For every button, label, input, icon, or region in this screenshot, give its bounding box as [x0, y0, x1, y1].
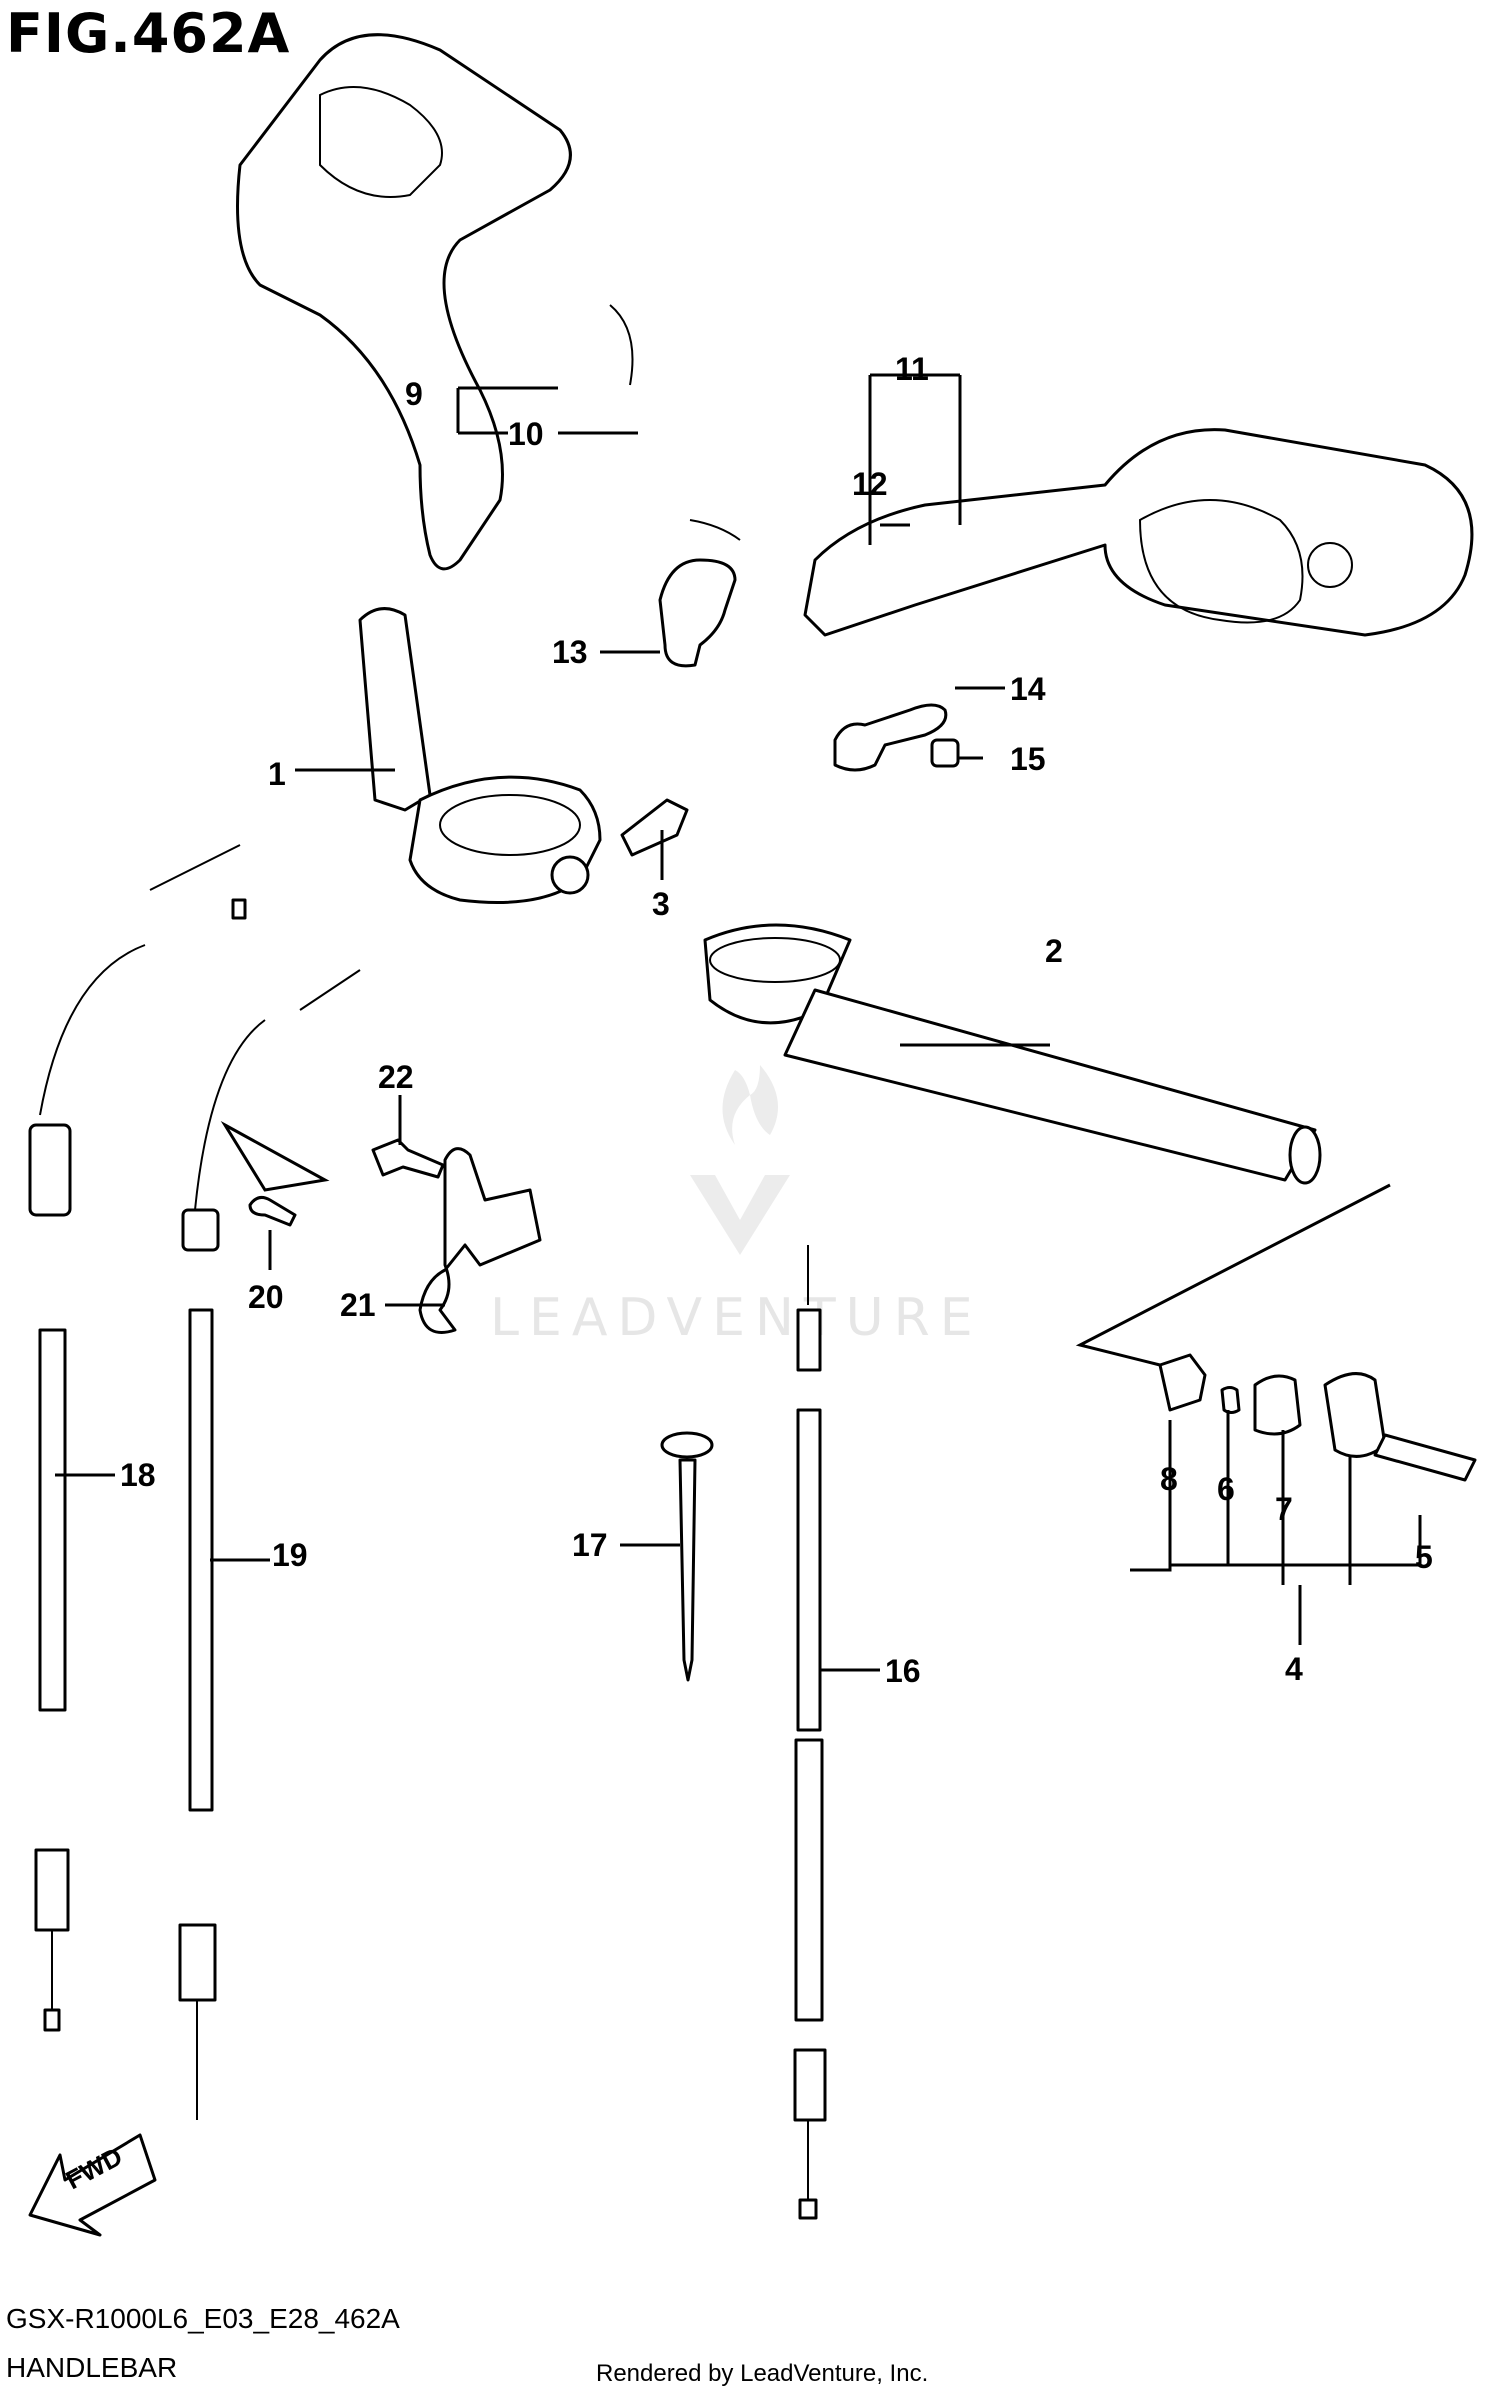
- mirror-bracket-right: [833, 703, 948, 772]
- fwd-arrow: FWD: [28, 2133, 157, 2237]
- callout-19: 19: [272, 1537, 308, 1573]
- callout-6: 6: [1217, 1471, 1235, 1507]
- cable-clamp-21: [418, 1147, 542, 1334]
- leader-lines: [55, 373, 1422, 1672]
- callout-12: 12: [852, 466, 888, 502]
- bar-end-weight: [1158, 1353, 1477, 1482]
- callout-17: 17: [572, 1527, 608, 1563]
- callout-8: 8: [1160, 1461, 1178, 1497]
- callout-labels: 1 2 3 4 5 6 7 8 9 10 11 12 13 14 15 16 1…: [120, 351, 1433, 1689]
- callout-2: 2: [1045, 933, 1063, 969]
- callout-21: 21: [340, 1287, 376, 1323]
- callout-15: 15: [1010, 741, 1046, 777]
- model-code: GSX-R1000L6_E03_E28_462A: [6, 2303, 400, 2334]
- bolt-3: [620, 798, 689, 857]
- callout-7: 7: [1275, 1491, 1293, 1527]
- throttle-cable-19: [178, 969, 361, 2120]
- callout-22: 22: [378, 1059, 414, 1095]
- callout-11: 11: [895, 351, 929, 387]
- callout-20: 20: [248, 1279, 284, 1315]
- left-mirror: [236, 33, 741, 571]
- watermark-text: LEADVENTURE: [490, 1288, 983, 1348]
- nut-15: [930, 738, 960, 768]
- handlebar: [703, 923, 1322, 1185]
- callout-1: 1: [268, 756, 286, 792]
- callout-16: 16: [885, 1653, 921, 1689]
- credit-text: Rendered by LeadVenture, Inc.: [596, 2360, 929, 2387]
- bolt-22: [371, 1138, 445, 1179]
- callout-10: 10: [508, 416, 544, 452]
- figure-title: FIG.462A: [6, 2, 291, 65]
- watermark: LEADVENTURE: [490, 1065, 983, 1348]
- callout-3: 3: [652, 886, 670, 922]
- throttle-cable-18: [28, 844, 247, 2032]
- right-mirror: [803, 428, 1474, 637]
- callout-9: 9: [405, 376, 423, 412]
- mirror-bracket-left: [658, 558, 737, 668]
- cable-tie-17: [660, 1431, 714, 1682]
- clutch-cable-16: [793, 1245, 827, 2220]
- section-name: HANDLEBAR: [6, 2352, 178, 2383]
- callout-14: 14: [1010, 671, 1046, 707]
- callout-5: 5: [1415, 1539, 1433, 1575]
- throttle-grip: [358, 607, 602, 904]
- callout-13: 13: [552, 634, 588, 670]
- screw-20: [248, 1195, 297, 1227]
- callout-18: 18: [120, 1457, 156, 1493]
- callout-4: 4: [1285, 1651, 1303, 1687]
